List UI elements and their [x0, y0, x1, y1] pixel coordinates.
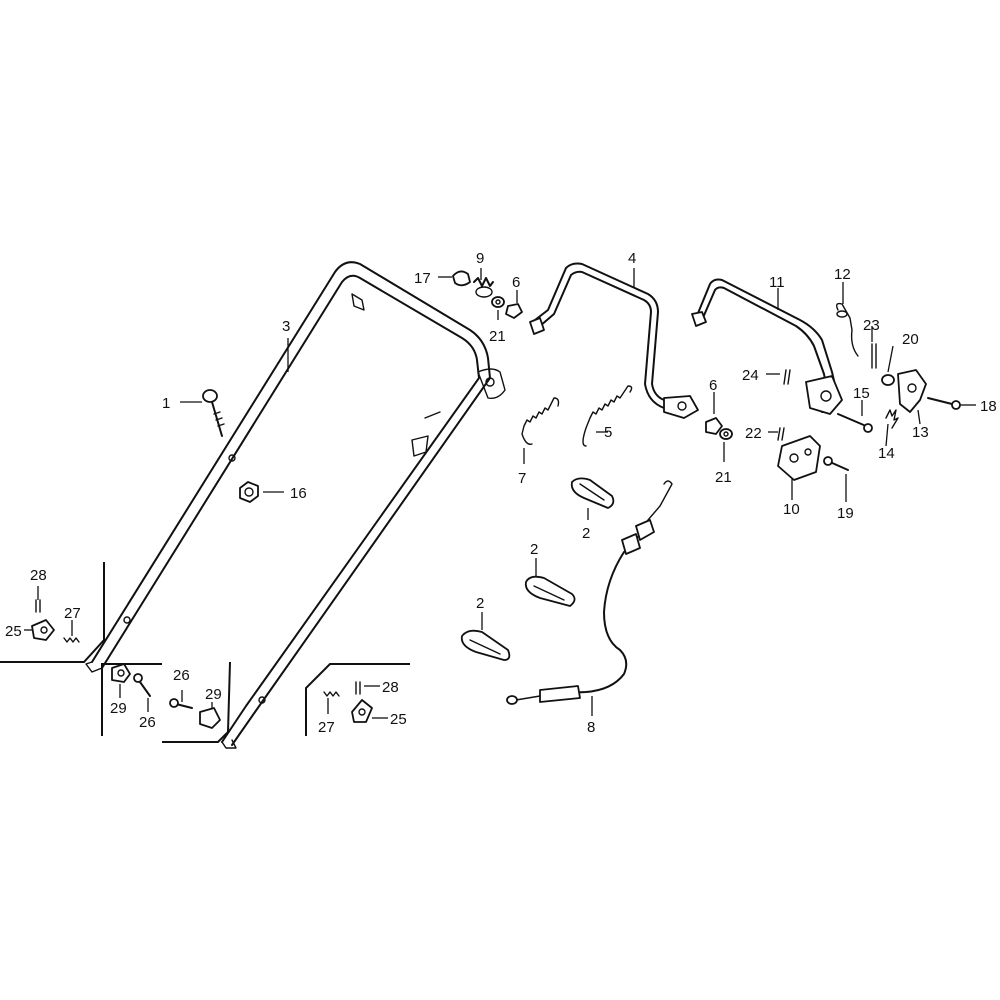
callout-5: 5 [604, 424, 612, 441]
callout-29a: 29 [110, 700, 127, 717]
callout-2b: 2 [530, 541, 538, 558]
washer-part-21-mid[interactable] [719, 428, 733, 440]
pin-part-28-right[interactable] [355, 681, 361, 695]
callout-7: 7 [518, 470, 526, 487]
callout-labels: 1 2 2 2 3 4 5 6 6 7 8 9 10 11 12 13 14 1… [5, 250, 997, 736]
callout-17: 17 [414, 270, 431, 287]
callout-28a: 28 [30, 567, 47, 584]
callout-22: 22 [745, 425, 762, 442]
lever-part-11[interactable] [691, 278, 843, 415]
callout-27b: 27 [318, 719, 335, 736]
callout-12: 12 [834, 266, 851, 283]
grip-part-2-middle[interactable] [524, 575, 576, 607]
callout-14: 14 [878, 445, 895, 462]
pin-part-28-left[interactable] [35, 599, 41, 613]
clip-part-25-left[interactable] [31, 619, 55, 641]
callout-2c: 2 [476, 595, 484, 612]
eyebolt-part[interactable] [202, 389, 225, 437]
bracket-part-13[interactable] [897, 369, 927, 413]
control-rod-part-4[interactable] [529, 262, 699, 419]
callout-21a: 21 [489, 328, 506, 345]
bracket-part-10[interactable] [777, 435, 821, 481]
callout-4: 4 [628, 250, 636, 267]
callout-6a: 6 [512, 274, 520, 291]
control-cable-part-8[interactable] [506, 480, 673, 705]
bolt-part-26-left[interactable] [133, 673, 151, 697]
callout-20: 20 [902, 331, 919, 348]
spring-part-9[interactable] [473, 277, 494, 298]
spring-part-27-right[interactable] [323, 691, 340, 697]
callout-1: 1 [162, 395, 170, 412]
pin-part-23[interactable] [871, 343, 877, 369]
inset-frame-left [0, 562, 105, 663]
callout-8: 8 [587, 719, 595, 736]
cap-part-17[interactable] [452, 270, 471, 287]
callout-18: 18 [980, 398, 997, 415]
washer-part-21-top[interactable] [491, 296, 505, 308]
bushing-part-6-top[interactable] [505, 303, 523, 319]
callout-26a: 26 [139, 714, 156, 731]
spring-part-14[interactable] [885, 409, 899, 429]
bolt-part-18[interactable] [927, 397, 961, 410]
callout-21b: 21 [715, 469, 732, 486]
bushing-part-29-left[interactable] [111, 663, 131, 683]
callout-26b: 26 [173, 667, 190, 684]
callout-6b: 6 [709, 377, 717, 394]
spring-part-12[interactable] [835, 302, 859, 357]
callout-3: 3 [282, 318, 290, 335]
pin-part-24[interactable] [783, 369, 791, 385]
callout-11: 11 [769, 274, 785, 291]
callout-19: 19 [837, 505, 854, 522]
bolt-part-26-right[interactable] [169, 698, 193, 709]
spring-part-7[interactable] [521, 397, 560, 445]
clip-part-25-right[interactable] [351, 699, 373, 723]
callout-9: 9 [476, 250, 484, 267]
pin-part-22[interactable] [777, 427, 785, 441]
bushing-part-29-right[interactable] [199, 707, 221, 729]
callout-29b: 29 [205, 686, 222, 703]
callout-25a: 25 [5, 623, 22, 640]
leader-lines [24, 268, 976, 719]
callout-25b: 25 [390, 711, 407, 728]
inset-frame-right [305, 663, 410, 736]
callout-13: 13 [912, 424, 929, 441]
callout-16: 16 [290, 485, 307, 502]
callout-2a: 2 [582, 525, 590, 542]
washer-part-20[interactable] [881, 374, 895, 386]
callout-10: 10 [783, 501, 800, 518]
bolt-part-15[interactable] [837, 413, 873, 433]
callout-24: 24 [742, 367, 759, 384]
callout-23: 23 [863, 317, 880, 334]
inset-frame-middle [101, 661, 231, 743]
grip-part-2-lower[interactable] [460, 629, 511, 661]
handle-frame[interactable] [85, 261, 506, 749]
callout-15: 15 [853, 385, 870, 402]
bolt-part-19[interactable] [823, 456, 849, 471]
callout-28b: 28 [382, 679, 399, 696]
bushing-part-6-mid[interactable] [705, 417, 723, 435]
spring-part-5[interactable] [582, 385, 633, 447]
spring-part-27-left[interactable] [63, 637, 80, 643]
callout-27a: 27 [64, 605, 81, 622]
grip-part-2-upper[interactable] [570, 477, 615, 509]
nut-part-16[interactable] [239, 481, 259, 503]
